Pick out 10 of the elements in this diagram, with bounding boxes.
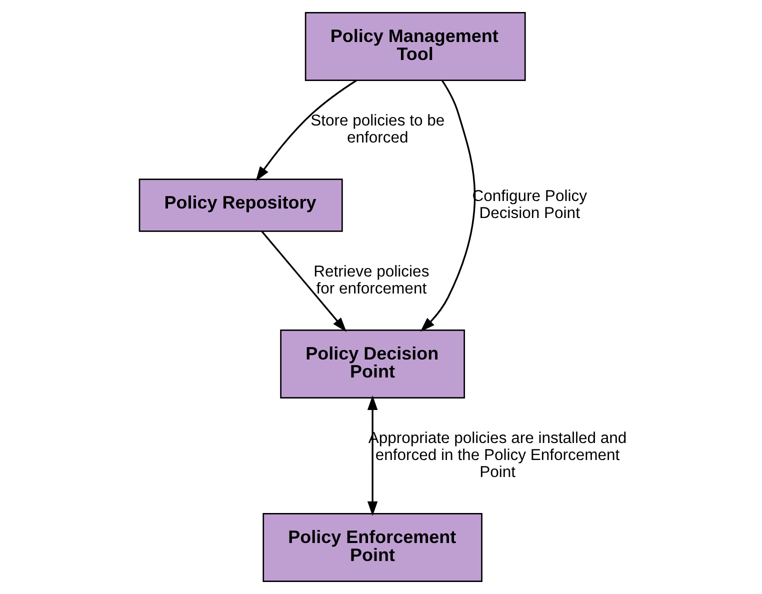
edge-label: Store policies to be enforced	[310, 112, 445, 146]
arrow	[367, 395, 378, 516]
arrow	[256, 80, 357, 182]
node-box: Policy Management Tool	[304, 12, 526, 81]
arrow	[420, 80, 476, 332]
arrow	[261, 230, 347, 332]
node-box: Policy Enforcement Point	[262, 513, 482, 582]
node-box: Policy Decision Point	[280, 330, 465, 398]
node-box: Policy Repository	[138, 178, 343, 232]
edge-label: Retrieve policies for enforcement	[314, 263, 430, 298]
